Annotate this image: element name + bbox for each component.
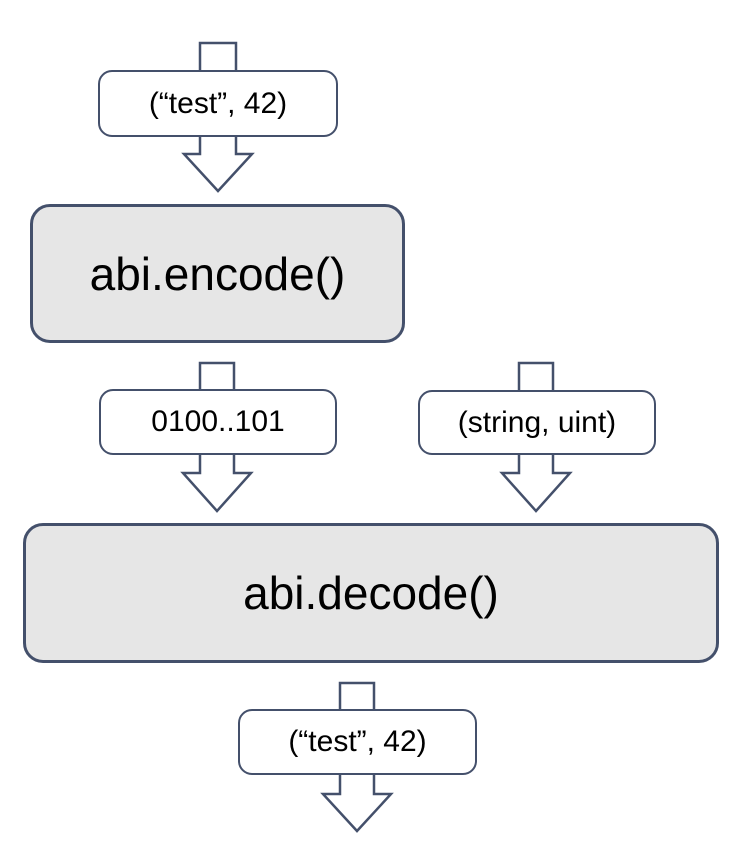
node-input-tuple: (“test”, 42)	[98, 70, 338, 137]
node-encoded-bytes: 0100..101	[99, 389, 337, 455]
node-type-spec-label: (string, uint)	[457, 405, 617, 439]
node-output-tuple-label: (“test”, 42)	[288, 725, 427, 758]
node-input-tuple-label: (“test”, 42)	[148, 86, 288, 120]
node-abi-decode-label: abi.decode()	[243, 567, 499, 619]
node-abi-encode: abi.encode()	[30, 204, 405, 343]
node-output-tuple: (“test”, 42)	[238, 709, 477, 775]
node-abi-encode-label: abi.encode()	[89, 247, 346, 300]
node-encoded-bytes-label: 0100..101	[151, 405, 285, 438]
node-type-spec: (string, uint)	[418, 390, 656, 455]
node-abi-decode: abi.decode()	[23, 523, 719, 663]
